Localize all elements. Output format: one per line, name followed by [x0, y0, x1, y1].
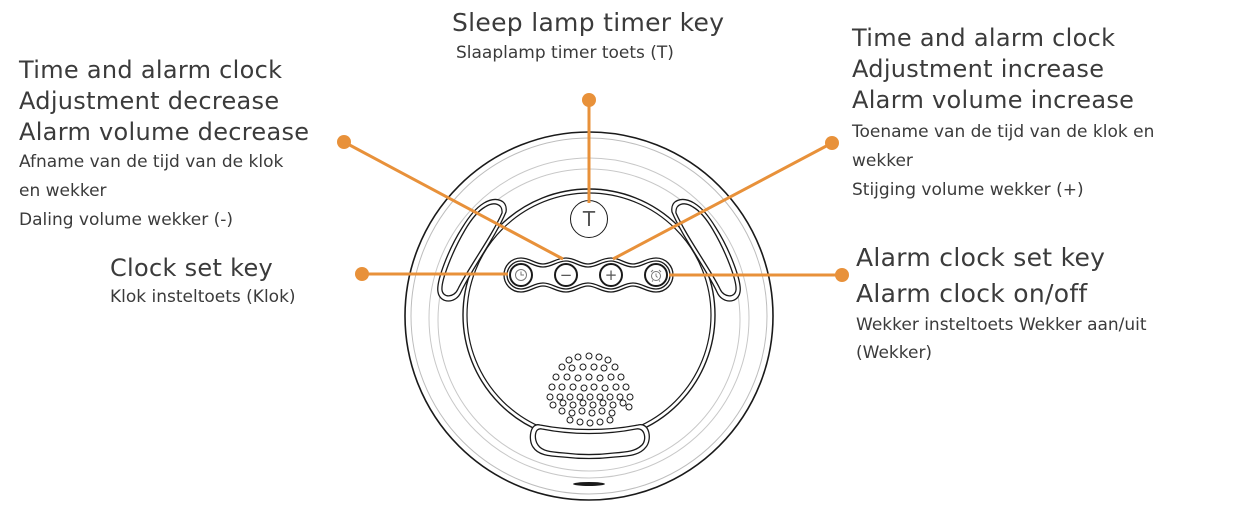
plus-icon: +: [604, 265, 618, 284]
callout-title: Time and alarm clock: [19, 56, 283, 84]
clock-icon: [515, 269, 527, 281]
callout-alarm-set: Alarm clock set key Alarm clock on/off W…: [856, 245, 1147, 362]
right-grip: [671, 198, 741, 302]
callout-title: Alarm volume decrease: [19, 118, 310, 146]
callout-subtitle: en wekker: [19, 181, 107, 201]
bottom-handle: [529, 424, 650, 460]
callout-title: Alarm clock set key: [856, 243, 1106, 272]
timer-t-icon: T: [582, 207, 596, 231]
alarm-clock-icon: [650, 269, 662, 282]
callout-subtitle: Wekker insteltoets Wekker aan/uit: [856, 315, 1147, 335]
callout-sleep-timer: Sleep lamp timer key Slaaplamp timer toe…: [452, 10, 724, 62]
callout-subtitle: Stijging volume wekker (+): [852, 180, 1084, 200]
callout-title: Adjustment decrease: [19, 87, 280, 115]
sleep-timer-button[interactable]: T: [570, 200, 608, 238]
callout-title: Time and alarm clock: [852, 24, 1116, 52]
bottom-slot: [573, 482, 605, 486]
speaker-grille: [546, 352, 634, 427]
callout-subtitle: wekker: [852, 151, 913, 171]
decrease-button[interactable]: −: [554, 263, 578, 287]
callout-subtitle: Toename van de tijd van de klok en: [852, 122, 1155, 142]
minus-icon: −: [559, 265, 573, 284]
callout-title: Sleep lamp timer key: [452, 8, 725, 37]
callout-subtitle: Afname van de tijd van de klok: [19, 152, 284, 172]
callout-increase: Time and alarm clock Adjustment increase…: [852, 26, 1154, 211]
callout-subtitle: Klok insteltoets (Klok): [110, 287, 296, 307]
callout-subtitle: (Wekker): [856, 343, 933, 363]
callout-subtitle: Daling volume wekker (-): [19, 210, 234, 230]
callout-subtitle: Slaaplamp timer toets (T): [456, 43, 674, 63]
left-grip: [437, 198, 507, 302]
callout-title: Adjustment increase: [852, 55, 1105, 83]
button-strip: [503, 257, 674, 293]
alarm-set-button[interactable]: [644, 263, 668, 287]
callout-decrease: Time and alarm clock Adjustment decrease…: [19, 58, 309, 241]
callout-clock-set: Clock set key Klok insteltoets (Klok): [110, 256, 296, 306]
callout-title: Alarm volume increase: [852, 86, 1135, 114]
clock-set-button[interactable]: [509, 263, 533, 287]
callout-title: Clock set key: [110, 254, 274, 282]
callout-title: Alarm clock on/off: [856, 279, 1088, 308]
increase-button[interactable]: +: [599, 263, 623, 287]
